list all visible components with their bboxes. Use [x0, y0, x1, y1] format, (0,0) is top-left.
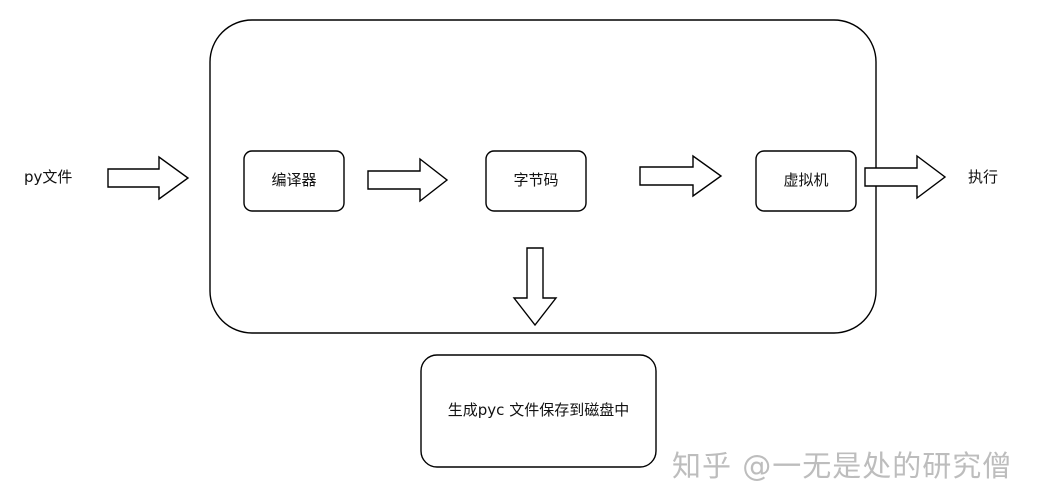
- watermark: 知乎 @一无是处的研究僧: [672, 449, 1013, 483]
- pyc-node-label: 生成pyc 文件保存到磁盘中: [447, 401, 630, 419]
- output-label: 执行: [968, 168, 999, 186]
- arrow-bytecode-to-vm: [639, 154, 723, 198]
- bytecode-node-label: 字节码: [513, 171, 559, 189]
- arrow-bytecode-to-pyc: [512, 247, 558, 327]
- arrow-compiler-to-bytecode: [367, 157, 449, 203]
- pyc-node-box: [420, 354, 657, 468]
- vm-node-box: [755, 150, 857, 212]
- arrow-vm-to-execute: [864, 154, 947, 200]
- compiler-node-label: 编译器: [271, 171, 317, 189]
- arrow-input-to-container: [107, 155, 190, 201]
- input-label: py文件: [24, 168, 73, 186]
- bytecode-node-box: [485, 150, 587, 212]
- compiler-node-box: [243, 150, 345, 212]
- vm-node-label: 虚拟机: [783, 171, 829, 189]
